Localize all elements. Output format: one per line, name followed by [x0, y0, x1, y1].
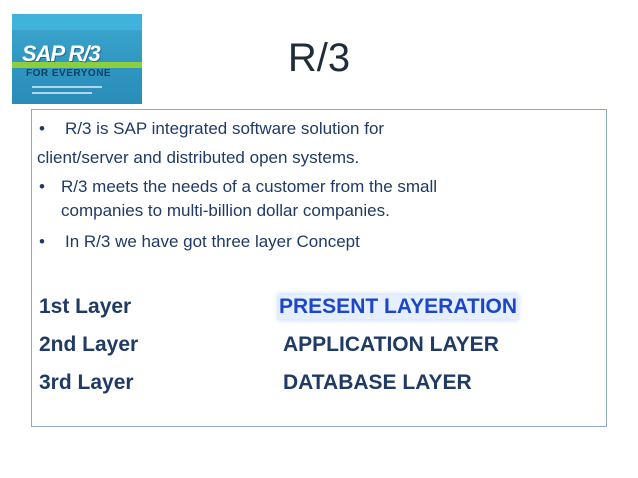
- layer-name-1: PRESENT LAYERATION: [279, 295, 518, 319]
- cover-top-band: [12, 14, 142, 30]
- bullet-line-4: companies to multi-billion dollar compan…: [61, 201, 390, 221]
- bullet-text: R/3 is SAP integrated software solution …: [65, 119, 385, 138]
- bullet-text: companies to multi-billion dollar compan…: [61, 201, 390, 220]
- layer-label-2: 2nd Layer: [39, 333, 139, 356]
- cover-author-line: [32, 86, 102, 88]
- content-box: [31, 109, 607, 427]
- bullet-text: In R/3 we have got three layer Concept: [65, 232, 360, 251]
- bullet-text: R/3 meets the needs of a customer from t…: [61, 177, 438, 196]
- slide-title: R/3: [287, 36, 351, 80]
- bullet-line-3: • R/3 meets the needs of a customer from …: [39, 177, 437, 197]
- bullet-text: client/server and distributed open syste…: [37, 148, 360, 167]
- bullet-line-2: client/server and distributed open syste…: [37, 148, 359, 168]
- layer-name-3: DATABASE LAYER: [283, 371, 472, 394]
- layer-label-1: 1st Layer: [39, 295, 132, 318]
- cover-subtitle: FOR EVERYONE: [26, 68, 112, 79]
- bullet-line-5: • In R/3 we have got three layer Concept: [39, 232, 360, 252]
- book-cover-image: SAP R/3 FOR EVERYONE: [12, 14, 142, 104]
- cover-green-bar: [12, 62, 142, 68]
- cover-author-line: [32, 92, 92, 94]
- bullet-dot: •: [39, 177, 45, 196]
- bullet-dot: •: [39, 232, 45, 251]
- cover-logo: SAP R/3: [22, 41, 101, 66]
- layer-label-3: 3rd Layer: [39, 371, 134, 394]
- bullet-dot: •: [39, 119, 45, 138]
- bullet-line-1: • R/3 is SAP integrated software solution…: [39, 119, 384, 139]
- layer-name-2: APPLICATION LAYER: [283, 333, 499, 356]
